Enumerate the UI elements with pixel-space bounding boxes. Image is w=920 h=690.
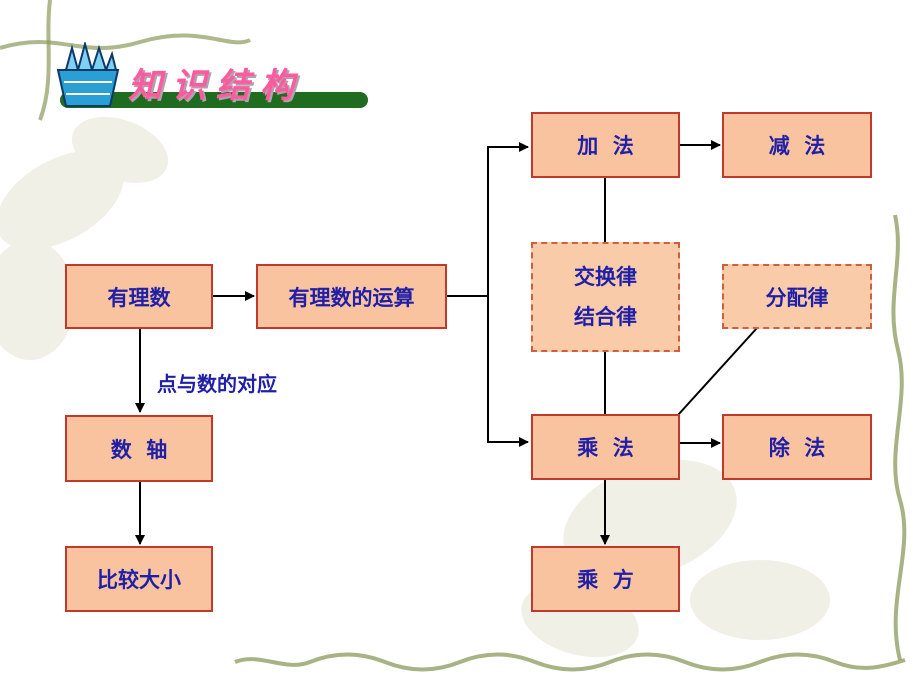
node-power: 乘 方 (531, 546, 680, 612)
title-bar (60, 92, 368, 108)
node-rational-ops-label: 有理数的运算 (288, 285, 415, 310)
node-subtraction-label: 减 法 (768, 134, 826, 158)
node-division: 除 法 (722, 414, 872, 480)
node-addition-label: 加 法 (577, 134, 634, 158)
node-rational-label: 有理数 (107, 285, 171, 310)
node-distributive-label: 分配律 (765, 285, 829, 310)
edge-ops-to-addition (487, 142, 529, 296)
node-laws-line2: 结合律 (574, 305, 637, 329)
node-number-line-label: 数 轴 (110, 437, 168, 462)
pencil-cup-icon (56, 42, 120, 107)
node-rational: 有理数 (65, 264, 213, 329)
link-distributive-multiplication (677, 327, 758, 416)
node-compare: 比较大小 (65, 546, 213, 612)
page-title: 知识结构 (128, 66, 304, 106)
node-laws-line1: 交换律 (574, 265, 637, 289)
node-number-line: 数 轴 (65, 415, 213, 482)
node-rational-ops: 有理数的运算 (256, 264, 447, 329)
edge-label-point-correspondence: 点与数的对应 (157, 372, 277, 396)
node-multiplication-label: 乘 法 (577, 436, 634, 460)
edge-ops-to-multiplication (487, 296, 529, 447)
node-addition: 加 法 (531, 112, 680, 178)
node-division-label: 除 法 (768, 436, 826, 460)
node-multiplication: 乘 法 (531, 414, 680, 480)
node-power-label: 乘 方 (577, 568, 634, 592)
node-laws: 交换律 结合律 (531, 242, 680, 352)
node-compare-label: 比较大小 (97, 568, 181, 592)
node-distributive: 分配律 (722, 264, 872, 329)
node-subtraction: 减 法 (722, 112, 872, 178)
